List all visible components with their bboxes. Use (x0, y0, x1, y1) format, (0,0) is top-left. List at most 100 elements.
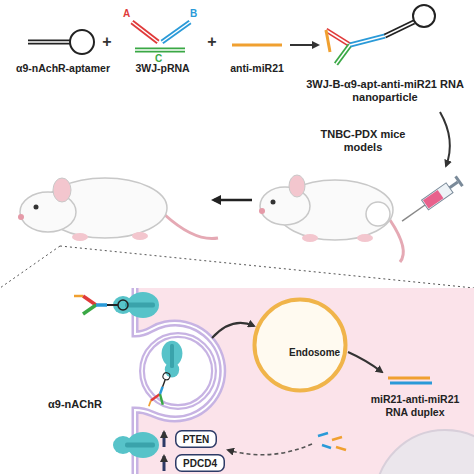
rna-duplex (388, 377, 430, 380)
node-text: PDCD4 (183, 458, 217, 469)
three-way-junction (135, 48, 185, 53)
receptor-lower (113, 432, 159, 458)
zoom-lines (0, 246, 474, 288)
receptor-lower (113, 432, 159, 458)
gene-box: PDCD4 (175, 454, 225, 472)
rna-fragments (336, 447, 346, 450)
assembly-arrow (290, 44, 318, 46)
nanoparticle-product (385, 22, 414, 36)
cell-panel (375, 430, 474, 474)
three-way-junction (132, 22, 190, 50)
mouse-right (390, 220, 403, 262)
rna-duplex (388, 378, 432, 383)
endocytic-vesicle (142, 335, 214, 407)
aptamer-hairpin (70, 30, 94, 54)
nanoparticle-product (326, 30, 330, 52)
aptamer-hairpin (28, 41, 70, 43)
release-arrow (348, 352, 382, 372)
node-text: PTEN (183, 434, 210, 445)
nanoparticle-product (413, 5, 435, 27)
upregulation-arrows (163, 432, 166, 447)
three-way-junction (135, 49, 185, 51)
syringe (423, 190, 443, 209)
syringe (449, 181, 459, 189)
syringe (422, 183, 453, 210)
receptor-label: α9-nAChR (30, 398, 120, 411)
transfer-arrow (214, 199, 252, 202)
syringe (402, 205, 425, 221)
endocytic-vesicle (162, 341, 183, 378)
node-shape (176, 455, 225, 472)
component-label: 3WJ-pRNA (115, 62, 210, 75)
endocytic-vesicle (142, 335, 214, 407)
receptor-upper (74, 292, 159, 318)
aptamer-hairpin (28, 40, 70, 45)
mouse-left (18, 178, 218, 241)
endocytic-vesicle (142, 335, 214, 411)
product-label: 3WJ-B-α9-apt-anti-miR21 RNA nanoparticle (300, 78, 470, 104)
assembly-arrow (290, 45, 318, 46)
receptor-upper (113, 292, 159, 318)
nanoparticle-product (336, 45, 350, 64)
upregulation-arrows (164, 432, 165, 471)
nanoparticle-product (385, 22, 414, 36)
node-shape (176, 431, 217, 448)
nanoparticle-product (326, 5, 435, 64)
component-label: anti-miR21 (220, 62, 294, 75)
aptamer-hairpin (28, 30, 94, 54)
rna-fragments (318, 433, 328, 436)
endocytic-vesicle (149, 371, 174, 411)
zoom-lines (60, 246, 474, 288)
three-way-junction (162, 22, 190, 42)
gene-box: PTEN (175, 430, 217, 448)
nanoparticle-product (350, 36, 385, 45)
anti-mir-strand (232, 44, 282, 47)
receptor-upper (74, 296, 128, 314)
duplex-label: miR21-anti-miR21 RNA duplex (360, 393, 470, 418)
mouse-left (53, 178, 71, 202)
upregulation-arrows (163, 456, 166, 471)
dashed-effect-arrow (228, 444, 312, 455)
mouse-left (18, 214, 24, 220)
rna-duplex (390, 382, 432, 385)
zoom-lines (0, 246, 60, 288)
rna-fragments (332, 437, 342, 440)
nanoparticle-product (336, 45, 350, 64)
node-outline (252, 297, 348, 393)
mouse-left (72, 233, 88, 241)
injection-arrow (440, 112, 450, 166)
syringe (399, 175, 464, 226)
endosome-circle: Endosome (252, 297, 348, 393)
anti-mir-strand (232, 45, 282, 46)
plus-sign: + (100, 32, 114, 51)
node-text: Endosome (289, 347, 340, 358)
three-way-junction (132, 22, 158, 42)
plus-sign: + (205, 32, 219, 51)
three-way-junction (162, 22, 190, 42)
mouse-right (302, 234, 318, 242)
injection-arrow (440, 112, 450, 166)
mouse-right (366, 202, 390, 226)
mouse-left (34, 205, 39, 210)
syringe (454, 175, 463, 187)
internalization-arrow (212, 323, 254, 338)
three-way-junction (132, 22, 158, 42)
mouse-right (259, 175, 403, 262)
transfer-arrow (214, 200, 252, 201)
model-label: TNBC-PDX mice models (318, 128, 408, 154)
component-label: α9-nAchR-aptamer (8, 62, 118, 75)
rna-fragments (318, 433, 346, 450)
arm-letter: A (123, 8, 135, 20)
rna-fragments (322, 445, 331, 448)
nanoparticle-product (350, 36, 385, 45)
dashed-effect-arrow (228, 444, 312, 455)
mouse-right (271, 200, 276, 205)
mouse-left (165, 215, 218, 239)
node-shape (255, 300, 346, 391)
internalization-arrow (212, 323, 254, 338)
mouse-left (132, 232, 148, 240)
mouse-right (259, 208, 265, 214)
mouse-right (357, 234, 373, 242)
arm-letter: B (190, 8, 202, 20)
